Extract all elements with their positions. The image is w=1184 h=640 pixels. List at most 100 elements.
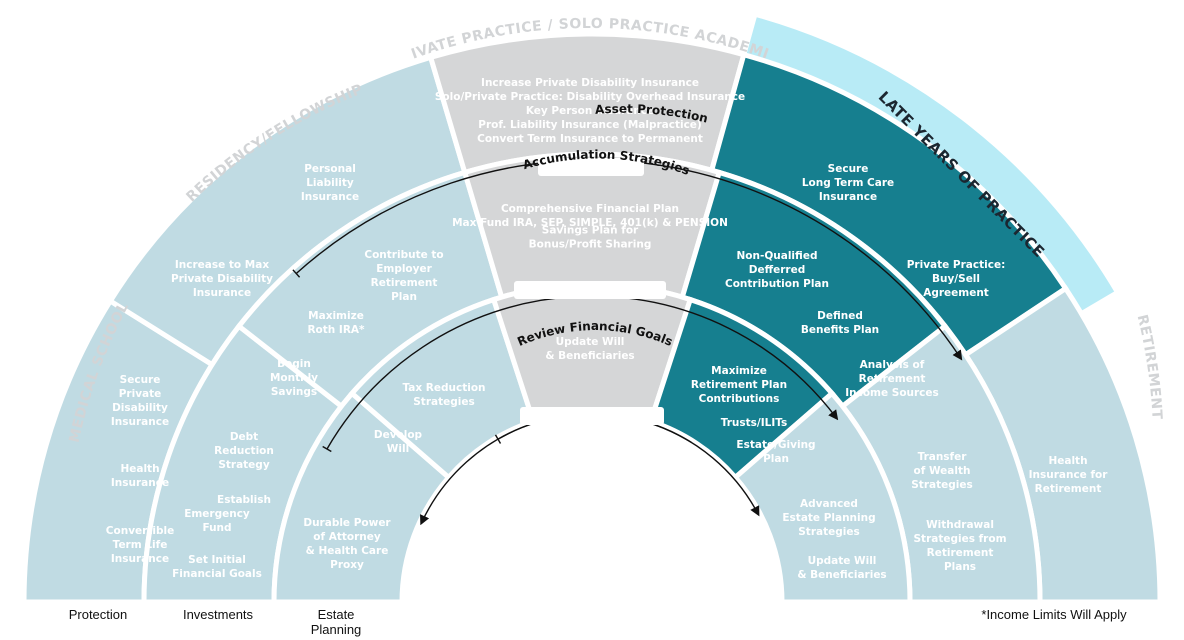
text-res-mid-a-line: Plan xyxy=(391,291,417,303)
text-med-outer-line: Term Life xyxy=(113,539,168,551)
text-med-mid-line: Set Initial xyxy=(188,554,246,566)
text-late-outer-a-line: Insurance xyxy=(819,191,877,203)
text-pp-outer-line: Increase Private Disability Insurance xyxy=(481,77,699,89)
text-med-mid-line: Emergency xyxy=(184,508,250,520)
text-res-inner-line: Tax Reduction xyxy=(402,382,485,394)
text-res-mid-a-line: Maximize xyxy=(308,310,364,322)
text-med-outer-line: Disability xyxy=(112,402,168,414)
text-res-mid-a-line: Retirement xyxy=(371,277,438,289)
text-late-inner-line: Plan xyxy=(763,453,789,465)
text-ret-mid-line: Strategies xyxy=(911,479,972,491)
text-late-outer-b-line: Private Practice: xyxy=(907,259,1006,271)
text-ret-outer-line: Insurance for xyxy=(1029,469,1109,481)
bottom-label-footnote: *Income Limits Will Apply xyxy=(981,607,1127,622)
text-ret-mid-line: Plans xyxy=(944,561,976,573)
review-goals-label-bg xyxy=(520,407,664,425)
bottom-label-protection: Protection xyxy=(68,607,128,622)
text-ret-outer-line: Health xyxy=(1048,455,1087,467)
text-med-outer-line: Insurance xyxy=(111,477,169,489)
text-med-inner-line: & Health Care xyxy=(306,545,389,557)
text-res-mid-a-line: Begin xyxy=(277,358,311,370)
text-ret-inner-line: Estate Planning xyxy=(782,512,875,524)
text-med-inner-line: Durable Power xyxy=(303,517,391,529)
text-res-outer-a-line: Personal xyxy=(304,163,356,175)
arrows-layer xyxy=(292,158,963,526)
text-late-outer-a-line: Long Term Care xyxy=(802,177,894,189)
text-res-mid-a-line: Roth IRA* xyxy=(307,324,365,336)
text-ret-mid-line: of Wealth xyxy=(914,465,971,477)
text-late-mid-b-line: Defined xyxy=(817,310,863,322)
baseline-cover xyxy=(0,600,1184,640)
text-med-outer-line: Convertible xyxy=(106,525,174,537)
text-res-mid-a-line: Contribute to xyxy=(364,249,443,261)
text-pp-outer-line: Key Person Insurance xyxy=(526,105,654,117)
text-med-inner-line: Proxy xyxy=(330,559,364,571)
text-med-mid-line: Strategy xyxy=(218,459,270,471)
text-late-mid-a-line: Defferred xyxy=(749,264,805,276)
text-late-mid-a-line: Contribution Plan xyxy=(725,278,829,290)
accumulation-label-bg xyxy=(514,281,666,299)
text-late-inner-line: Maximize xyxy=(711,365,767,377)
bottom-label-estate-planning: Estate Planning xyxy=(310,607,362,637)
arrow-accumulation-start-tick xyxy=(322,445,332,453)
text-pp-inner-line: & Beneficiaries xyxy=(545,350,634,362)
text-pp-mid-line: Savings Plan for xyxy=(542,225,639,237)
text-ret-mid-line: Withdrawal xyxy=(926,519,994,531)
text-med-mid-line: Fund xyxy=(202,522,231,534)
text-res-outer-a-line: Insurance xyxy=(301,191,359,203)
text-res-outer-a-line: Liability xyxy=(306,177,354,189)
text-res-outer-b-line: Private Disability xyxy=(171,273,273,285)
text-pp-mid-line: Comprehensive Financial Plan xyxy=(501,203,679,215)
text-med-inner-line: of Attorney xyxy=(313,531,381,543)
text-res-mid-a-line: Employer xyxy=(376,263,432,275)
segments-layer xyxy=(0,11,1184,640)
text-late-inner-line: Retirement Plan xyxy=(691,379,787,391)
text-late-outer-b-line: Buy/Sell xyxy=(932,273,980,285)
text-med-outer-line: Private xyxy=(119,388,162,400)
text-late-mid-c-line: Income Sources xyxy=(845,387,939,399)
arrow-asset-protection xyxy=(295,159,963,361)
text-res-outer-b-line: Increase to Max xyxy=(175,259,269,271)
text-res-mid-a-line: Monthly xyxy=(270,372,318,384)
text-res-inner-line: Develop xyxy=(374,429,423,441)
text-res-inner-line: Will xyxy=(387,443,409,455)
text-res-inner-line: Strategies xyxy=(413,396,474,408)
text-ret-outer-line: Retirement xyxy=(1035,483,1102,495)
bottom-label-investments: Investments xyxy=(182,607,254,622)
text-pp-inner-line: Update Will xyxy=(556,336,625,348)
text-late-outer-b-line: Agreement xyxy=(923,287,989,299)
text-med-mid-line: Debt xyxy=(230,431,258,443)
text-ret-mid-line: Transfer xyxy=(918,451,968,463)
text-ret-inner-line: Advanced xyxy=(800,498,858,510)
text-res-mid-a-line: Savings xyxy=(271,386,317,398)
text-late-inner-line: Trusts/ILITs xyxy=(721,417,788,429)
text-pp-outer-line: Convert Term Insurance to Permanent xyxy=(477,133,703,145)
text-pp-inner: Update Will & Beneficiaries xyxy=(545,336,634,362)
text-late-inner-line: Estate/Giving xyxy=(736,439,815,451)
text-ret-mid-line: Retirement xyxy=(927,547,994,559)
text-late-mid-a-line: Non-Qualified xyxy=(737,250,818,262)
text-late-inner-line: Contributions xyxy=(699,393,780,405)
text-med-mid-line: Financial Goals xyxy=(172,568,262,580)
text-pp-outer-line: Solo/Private Practice: Disability Overhe… xyxy=(435,91,745,103)
text-ret-inner-line: Strategies xyxy=(798,526,859,538)
text-res-outer-b-line: Insurance xyxy=(193,287,251,299)
text-med-outer-line: Health xyxy=(120,463,159,475)
text-ret-inner-line: Update Will xyxy=(808,555,877,567)
text-late-mid-c-line: Retirement xyxy=(859,373,926,385)
